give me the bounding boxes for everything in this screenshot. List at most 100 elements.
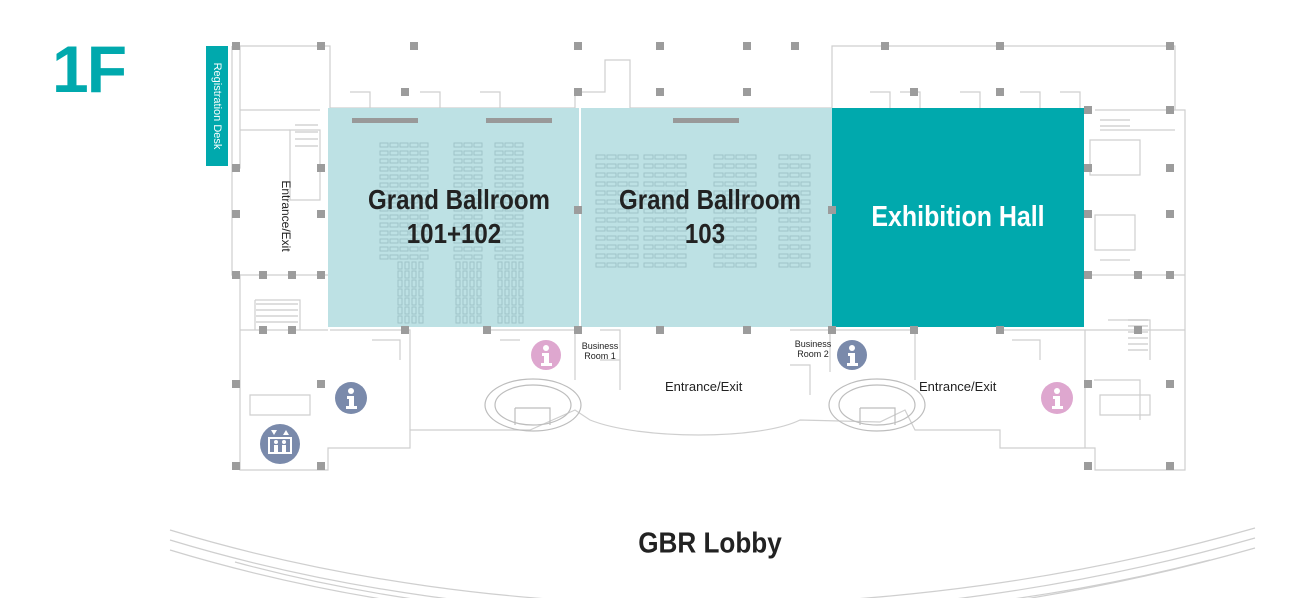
seat xyxy=(473,182,483,188)
seat xyxy=(514,246,524,252)
seat xyxy=(463,166,473,172)
seat xyxy=(389,230,399,236)
seat xyxy=(455,270,461,279)
seat xyxy=(617,163,628,169)
seat xyxy=(654,172,665,178)
seat xyxy=(463,182,473,188)
pillars xyxy=(232,42,1174,470)
registration-desk[interactable]: Registration Desk xyxy=(206,46,228,166)
seat xyxy=(453,174,463,180)
pillar xyxy=(574,206,582,214)
seat xyxy=(409,182,419,188)
seat xyxy=(494,222,504,228)
seat xyxy=(409,238,419,244)
seat xyxy=(419,230,429,236)
seat xyxy=(497,279,503,288)
seat xyxy=(418,297,424,306)
seat xyxy=(800,172,811,178)
seat xyxy=(463,254,473,260)
building-outline xyxy=(231,45,1186,471)
seat xyxy=(654,235,665,241)
seat xyxy=(389,246,399,252)
pillar xyxy=(232,42,240,50)
seat xyxy=(665,208,676,214)
seat xyxy=(494,174,504,180)
seat xyxy=(418,288,424,297)
seat xyxy=(476,261,482,270)
seat xyxy=(399,142,409,148)
seat xyxy=(462,306,468,315)
seat xyxy=(735,199,746,205)
seat xyxy=(409,198,419,204)
seat xyxy=(504,270,510,279)
info-icon[interactable] xyxy=(531,340,561,370)
seat xyxy=(404,288,410,297)
seat xyxy=(379,246,389,252)
elevator-icon[interactable] xyxy=(260,424,300,464)
seat xyxy=(494,206,504,212)
pillar xyxy=(288,326,296,334)
seat xyxy=(409,142,419,148)
pillar xyxy=(656,326,664,334)
seat xyxy=(778,235,789,241)
seat xyxy=(628,253,639,259)
seat xyxy=(724,253,735,259)
seat xyxy=(676,163,687,169)
seat xyxy=(497,270,503,279)
seat xyxy=(504,222,514,228)
seat xyxy=(617,199,628,205)
seat xyxy=(463,230,473,236)
seat xyxy=(497,315,503,324)
seat xyxy=(514,142,524,148)
pillar xyxy=(1166,106,1174,114)
seat xyxy=(419,158,429,164)
seat xyxy=(389,174,399,180)
seat xyxy=(746,190,757,196)
seat xyxy=(494,238,504,244)
info-icon[interactable] xyxy=(335,382,367,414)
seat xyxy=(735,217,746,223)
pillar xyxy=(401,88,409,96)
registration-desk-block[interactable] xyxy=(206,46,228,166)
seat xyxy=(654,154,665,160)
seat xyxy=(665,172,676,178)
seat xyxy=(455,261,461,270)
seat xyxy=(800,226,811,232)
seat xyxy=(419,246,429,252)
seat xyxy=(514,230,524,236)
pillar xyxy=(1166,271,1174,279)
exhibition-hall-area[interactable] xyxy=(832,108,1084,327)
entrance-exit-east: Entrance/Exit xyxy=(919,379,997,394)
seat xyxy=(514,190,524,196)
seat xyxy=(476,270,482,279)
seat xyxy=(504,214,514,220)
seat xyxy=(462,270,468,279)
seat xyxy=(494,166,504,172)
seat xyxy=(504,279,510,288)
seat xyxy=(518,315,524,324)
seat xyxy=(676,217,687,223)
info-icon[interactable] xyxy=(837,340,867,370)
info-icon[interactable] xyxy=(1041,382,1073,414)
pillar xyxy=(232,210,240,218)
seat xyxy=(713,154,724,160)
seat xyxy=(409,174,419,180)
seat xyxy=(397,288,403,297)
seat xyxy=(595,199,606,205)
seat xyxy=(724,154,735,160)
seat xyxy=(504,261,510,270)
seat xyxy=(504,206,514,212)
seat xyxy=(643,217,654,223)
pillar xyxy=(574,42,582,50)
gbr-lobby-label: GBR Lobby xyxy=(638,527,782,560)
seat xyxy=(473,254,483,260)
seat xyxy=(654,181,665,187)
seat xyxy=(643,154,654,160)
seat xyxy=(514,238,524,244)
seat xyxy=(504,142,514,148)
seat xyxy=(735,190,746,196)
seat xyxy=(473,174,483,180)
seat xyxy=(724,235,735,241)
seat xyxy=(606,208,617,214)
seat xyxy=(511,288,517,297)
